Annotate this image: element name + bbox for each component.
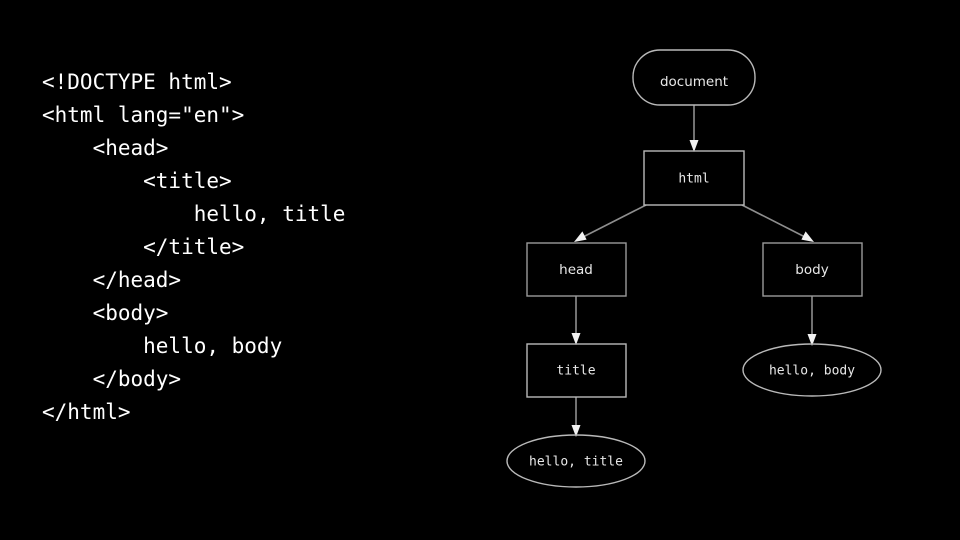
code-line: <!DOCTYPE html> — [42, 70, 232, 94]
node-html-label: html — [678, 172, 709, 187]
node-hello-body-label: hello, body — [769, 364, 855, 379]
code-line: </body> — [42, 367, 182, 391]
code-line: </head> — [42, 268, 182, 292]
code-line: <html lang="en"> — [42, 103, 245, 127]
code-line: </html> — [42, 400, 131, 424]
code-line: <title> — [42, 169, 232, 193]
code-line: <head> — [42, 136, 169, 160]
node-hello-title[interactable]: hello, title — [506, 434, 646, 488]
node-body-label: body — [795, 262, 828, 278]
node-html[interactable]: html — [643, 150, 745, 206]
node-head-label: head — [559, 262, 593, 278]
code-listing: <!DOCTYPE html> <html lang="en"> <head> … — [42, 66, 462, 429]
edge-html-head — [574, 204, 647, 242]
edge-body-hello-body — [807, 296, 817, 346]
code-line: <body> — [42, 301, 169, 325]
node-hello-body[interactable]: hello, body — [742, 343, 882, 397]
code-line: </title> — [42, 235, 245, 259]
edge-title-hello-title — [571, 397, 581, 437]
dom-tree-diagram: document html head body title — [470, 0, 960, 540]
node-hello-title-label: hello, title — [529, 455, 623, 470]
edge-document-html — [689, 105, 699, 152]
node-title[interactable]: title — [526, 343, 627, 398]
node-document-label: document — [660, 74, 728, 90]
node-head[interactable]: head — [526, 242, 627, 297]
node-body[interactable]: body — [762, 242, 863, 297]
node-document[interactable]: document — [632, 49, 756, 106]
code-line: hello, body — [42, 334, 283, 358]
edge-head-title — [571, 296, 581, 345]
code-line: hello, title — [42, 202, 346, 226]
node-title-label: title — [556, 364, 595, 379]
edge-html-body — [741, 204, 814, 242]
